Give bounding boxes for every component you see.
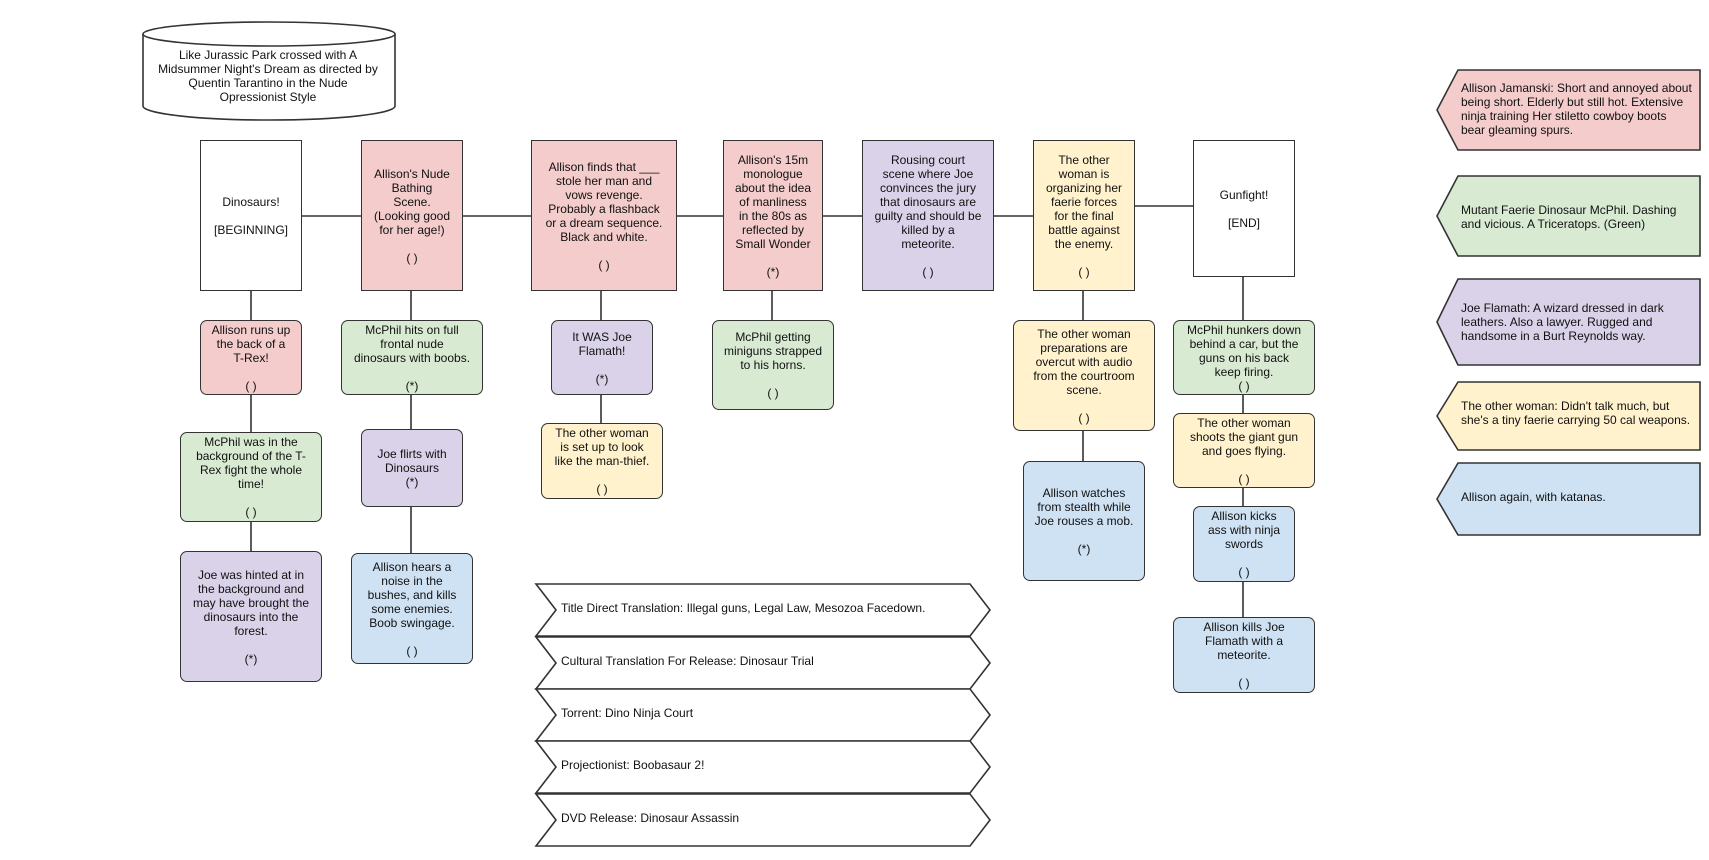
- subscene-it-was-joe: It WAS Joe Flamath! (*): [551, 320, 653, 395]
- subscene-giant-gun: The other woman shoots the giant gun and…: [1173, 413, 1315, 488]
- subscene-joe-hinted: Joe was hinted at in the background and …: [180, 551, 322, 682]
- connector-lines: [250, 205, 1244, 617]
- scene-faerie-forces: The other woman is organizing her faerie…: [1033, 140, 1135, 291]
- subscene-mcphil-hunkers: McPhil hunkers down behind a car, but th…: [1173, 320, 1315, 395]
- legend-other-woman: The other woman: Didn't talk much, but s…: [1461, 399, 1691, 427]
- subscene-allison-watches: Allison watches from stealth while Joe r…: [1023, 461, 1145, 581]
- subscene-other-woman-setup: The other woman is set up to look like t…: [541, 423, 663, 499]
- legend-allison: Allison Jamanski: Short and annoyed abou…: [1461, 81, 1692, 137]
- subscene-trex-run: Allison runs up the back of a T-Rex! ( ): [200, 320, 302, 395]
- title-torrent: Torrent: Dino Ninja Court: [561, 706, 694, 720]
- legend-tag-1: [1436, 69, 1701, 151]
- legend-joe: Joe Flamath: A wizard dressed in dark le…: [1461, 301, 1664, 343]
- title-banner-5: [534, 793, 992, 847]
- scene-monologue: Allison's 15m monologue about the idea o…: [723, 140, 823, 291]
- subscene-allison-kills-joe: Allison kills Joe Flamath with a meteori…: [1173, 617, 1315, 693]
- premise-cylinder-top: [142, 21, 396, 47]
- title-cultural-translation: Cultural Translation For Release: Dinosa…: [561, 654, 814, 668]
- legend-tag-5: [1436, 462, 1701, 536]
- title-banner-4: [534, 740, 992, 794]
- title-direct-translation: Title Direct Translation: Illegal guns, …: [561, 601, 926, 615]
- legend-tag-4: [1436, 381, 1701, 451]
- scene-nude-bathing: Allison's Nude Bathing Scene. (Looking g…: [361, 140, 463, 291]
- title-dvd-release: DVD Release: Dinosaur Assassin: [561, 811, 740, 825]
- legend-mcphil: Mutant Faerie Dinosaur McPhil. Dashing a…: [1461, 203, 1677, 231]
- subscene-mcphil-background: McPhil was in the background of the T- R…: [180, 432, 322, 522]
- subscene-miniguns: McPhil getting miniguns strapped to his …: [712, 320, 834, 410]
- legend-allison-katanas: Allison again, with katanas.: [1461, 490, 1606, 504]
- scene-court: Rousing court scene where Joe convinces …: [862, 140, 994, 291]
- title-projectionist: Projectionist: Boobasaur 2!: [561, 758, 705, 772]
- scene-flashback-revenge: Allison finds that ___ stole her man and…: [531, 140, 677, 291]
- subscene-overcut-audio: The other woman preparations are overcut…: [1013, 320, 1155, 431]
- subscene-allison-hears-noise: Allison hears a noise in the bushes, and…: [351, 553, 473, 664]
- subscene-ninja-swords: Allison kicks ass with ninja swords ( ): [1193, 506, 1295, 582]
- premise-cylinder-body: [142, 34, 396, 121]
- subscene-joe-flirts: Joe flirts with Dinosaurs (*): [361, 429, 463, 507]
- legend-tag-2: [1436, 175, 1701, 257]
- legend-tag-3: [1436, 278, 1701, 366]
- premise-text: Like Jurassic Park crossed with A Midsum…: [158, 48, 378, 104]
- scene-gunfight-end: Gunfight! [END]: [1193, 140, 1295, 277]
- title-banner-1: [534, 583, 992, 637]
- subscene-mcphil-hits-on: McPhil hits on full frontal nude dinosau…: [341, 320, 483, 395]
- scene-beginning: Dinosaurs! [BEGINNING]: [200, 140, 302, 291]
